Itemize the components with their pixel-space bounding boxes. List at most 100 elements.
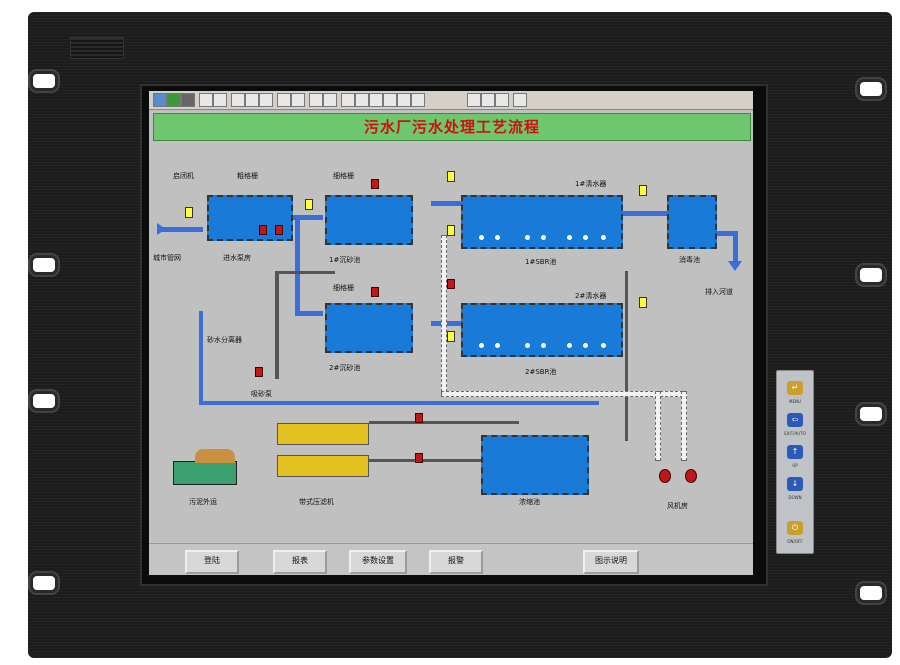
key-label-up: UP [792,463,798,468]
label-fengjifang: 风机房 [667,502,688,510]
align-icon-3[interactable] [369,93,383,107]
align-icon-5[interactable] [397,93,411,107]
valve[interactable] [255,367,263,377]
air-pipe-3 [655,391,661,461]
valve[interactable] [371,179,379,189]
valve[interactable] [447,279,455,289]
level-sensor[interactable] [447,331,455,342]
label-no2-sbr: 2#SBR池 [525,368,557,376]
aerator [495,235,500,240]
paste-icon[interactable] [259,93,273,107]
aerator [567,235,572,240]
ventilation-grille [70,37,124,59]
redo-icon[interactable] [291,93,305,107]
belt-press-2 [277,455,369,477]
label-no1-qingshui: 1#清水器 [575,180,607,188]
mount-slot-ml2 [30,391,58,411]
down-icon[interactable]: ↓ [787,477,803,491]
sludge-pipe-1 [275,271,279,379]
label-jinshui-bengfang: 进水泵房 [223,254,251,262]
mount-slot-br [857,583,885,603]
toolbar-icon-2[interactable] [167,93,181,107]
aerator [541,235,546,240]
legend-button[interactable]: 图示说明 [583,550,639,574]
level-sensor[interactable] [185,207,193,218]
report-button[interactable]: 报表 [273,550,327,574]
key-label-down: DOWN [788,495,802,500]
undo-icon[interactable] [277,93,291,107]
fan[interactable] [685,469,697,483]
alarm-button[interactable]: 报警 [429,550,483,574]
sludge-load [195,449,235,463]
side-control-panel: ↵ MENU ⇦ EXIT/AUTO ↑ UP ↓ DOWN ⏻ ON/OFF [776,370,814,554]
pipe-main-4 [431,201,461,206]
align-icon-1[interactable] [341,93,355,107]
label-qibiji: 启闭机 [173,172,194,180]
view-icon-1[interactable] [467,93,481,107]
level-sensor[interactable] [447,171,455,182]
level-sensor[interactable] [305,199,313,210]
no2-sbr-tank [461,303,623,357]
align-icon-6[interactable] [411,93,425,107]
pipe-main-7 [714,231,738,236]
tools-icon[interactable] [309,93,323,107]
preview-icon[interactable] [213,93,227,107]
aerator [479,343,484,348]
settings-icon[interactable] [323,93,337,107]
login-button[interactable]: 登陆 [185,550,239,574]
toolbar-icon-1[interactable] [153,93,167,107]
sludge-truck [173,461,237,485]
aerator [583,235,588,240]
valve[interactable] [371,287,379,297]
valve[interactable] [259,225,267,235]
align-icon-4[interactable] [383,93,397,107]
aerator [525,235,530,240]
no1-grit-tank [325,195,413,245]
save-icon[interactable] [181,93,195,107]
print-icon[interactable] [199,93,213,107]
exit-icon[interactable]: ⇦ [787,413,803,427]
outlet-arrow-icon [728,261,742,271]
button-bar: 登陆 报表 参数设置 报警 图示说明 [149,543,753,575]
pipe-main-3 [295,311,323,316]
aerator [567,343,572,348]
valve[interactable] [415,413,423,423]
aerator [495,343,500,348]
level-sensor[interactable] [639,297,647,308]
align-icon-2[interactable] [355,93,369,107]
pipe-main-1 [289,215,323,220]
label-wuni-waiyun: 污泥外运 [189,498,217,506]
aerator [583,343,588,348]
aerator [479,235,484,240]
params-button[interactable]: 参数设置 [349,550,407,574]
valve[interactable] [415,453,423,463]
disinfection-tank [667,195,717,249]
enter-icon[interactable]: ↵ [787,381,803,395]
label-xishabeng: 吸砂泵 [251,390,272,398]
level-sensor[interactable] [447,225,455,236]
fan[interactable] [659,469,671,483]
view-icon-3[interactable] [495,93,509,107]
key-label-menu: MENU [789,399,801,404]
key-label-exit: EXIT/AUTO [784,431,806,436]
toolbar [149,91,753,110]
power-icon[interactable]: ⏻ [787,521,803,535]
help-icon[interactable] [513,93,527,107]
valve[interactable] [275,225,283,235]
cut-icon[interactable] [231,93,245,107]
level-sensor[interactable] [639,185,647,196]
label-nongsuo-chi: 浓缩池 [519,498,540,506]
label-shashui-fenli: 砂水分离器 [207,336,242,344]
sludge-pipe-4 [369,459,489,462]
copy-icon[interactable] [245,93,259,107]
no1-sbr-tank [461,195,623,249]
label-cugeshan: 粗格栅 [237,172,258,180]
mount-slot-ml [30,255,58,275]
label-xigeshan2: 细格栅 [333,284,354,292]
up-icon[interactable]: ↑ [787,445,803,459]
view-icon-2[interactable] [481,93,495,107]
label-xigeshan1: 细格栅 [333,172,354,180]
aerator [525,343,530,348]
label-no1-sbr: 1#SBR池 [525,258,557,266]
label-paiheng-hedao: 排入河道 [705,288,733,296]
